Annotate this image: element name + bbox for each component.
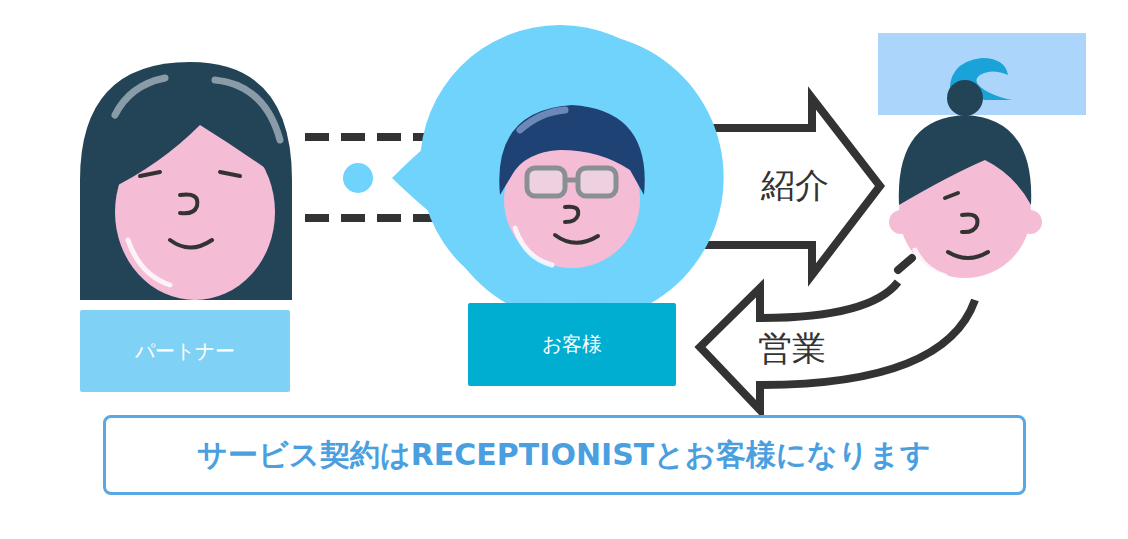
partner-label-box: パートナー <box>80 310 290 392</box>
arrow-label: 営業 <box>758 326 826 372</box>
sales-arrow <box>700 282 975 410</box>
box-text: お客様 <box>542 331 602 358</box>
receptionist-figure <box>889 80 1042 278</box>
customer-label-box: お客様 <box>468 303 676 386</box>
bubble-dot <box>343 163 373 193</box>
customer-figure <box>499 105 644 268</box>
contract-banner: サービス契約はRECEPTIONISTとお客様になります <box>103 415 1026 495</box>
speech-bubble <box>420 25 700 305</box>
logo-box <box>878 33 1086 115</box>
box-text: パートナー <box>135 338 235 365</box>
sales-arrow-dash <box>898 258 912 270</box>
partner-figure <box>80 62 292 300</box>
introduce-arrow <box>700 98 880 275</box>
box-text: サービス契約はRECEPTIONISTとお客様になります <box>197 435 932 476</box>
arrow-label: 紹介 <box>761 163 829 209</box>
